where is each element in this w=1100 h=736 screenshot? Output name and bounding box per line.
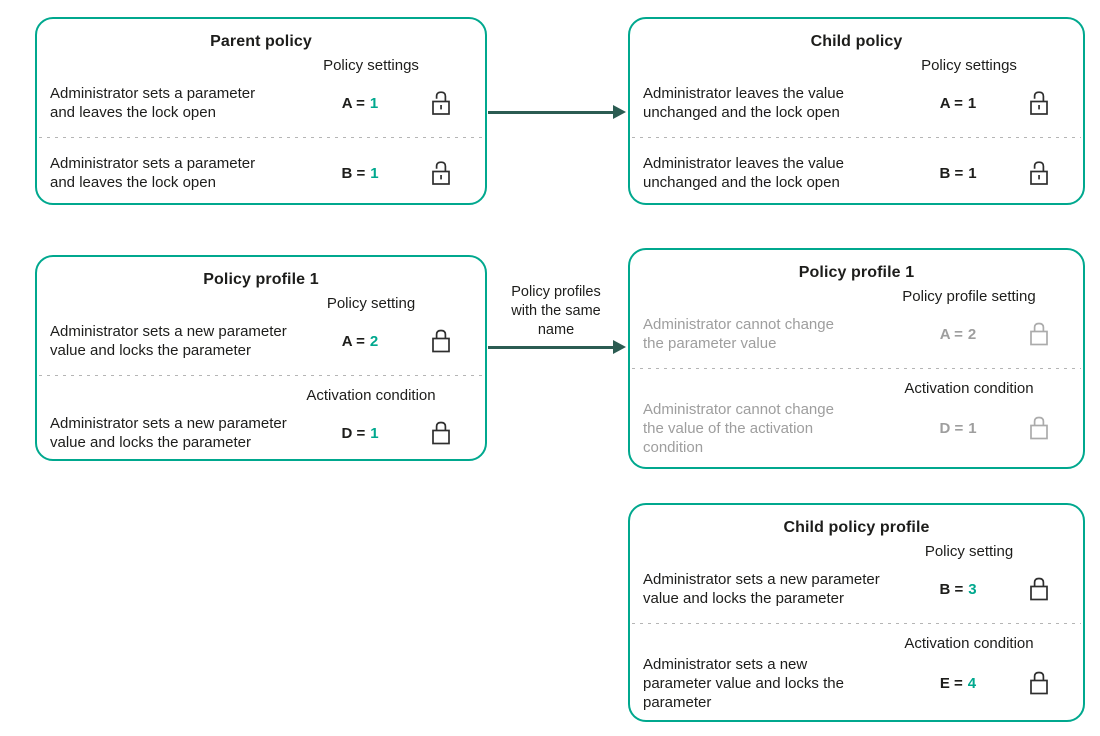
param-number: 1 xyxy=(369,94,379,112)
param-name: B = xyxy=(939,164,964,182)
lock-closed-icon xyxy=(1008,415,1070,442)
child-policy-profile-box: Child policy profile Policy setting Admi… xyxy=(628,503,1085,722)
param-number: 2 xyxy=(369,332,379,350)
param-name: A = xyxy=(341,332,365,350)
row-description: Administrator sets a new parameter value… xyxy=(50,322,287,359)
row-description: Administrator leaves the value unchanged… xyxy=(643,84,844,121)
row-description: Administrator leaves the value unchanged… xyxy=(643,154,844,191)
flow-arrowhead xyxy=(613,340,626,354)
param-name: B = xyxy=(341,164,366,182)
param-value: D =1 xyxy=(312,425,408,442)
lock-closed-icon xyxy=(410,420,472,447)
param-value: D =1 xyxy=(910,420,1006,437)
box-title: Policy profile 1 xyxy=(798,264,915,281)
param-value: B =3 xyxy=(910,581,1006,598)
param-name: A = xyxy=(939,325,963,343)
section-label: Policy settings xyxy=(323,57,419,74)
policy-row: Administrator sets a new parameter value… xyxy=(643,655,1070,712)
param-name: B = xyxy=(939,580,964,598)
param-name: D = xyxy=(341,424,366,442)
row-description: Administrator cannot change the paramete… xyxy=(643,315,834,352)
policy-row: Administrator leaves the value unchanged… xyxy=(643,77,1070,129)
param-value: A =1 xyxy=(910,95,1006,112)
param-name: D = xyxy=(939,420,964,438)
divider xyxy=(632,623,1081,625)
lock-open-icon xyxy=(1008,90,1070,117)
param-name: A = xyxy=(939,94,963,112)
lock-open-icon xyxy=(410,160,472,187)
policy-row: Administrator sets a parameter and leave… xyxy=(50,147,472,199)
param-value: B =1 xyxy=(910,165,1006,182)
row-description: Administrator sets a parameter and leave… xyxy=(50,84,256,121)
param-value: A =2 xyxy=(312,333,408,350)
child-policy-box: Child policy Policy settings Administrat… xyxy=(628,17,1085,205)
policy-row: Administrator sets a new parameter value… xyxy=(643,563,1070,615)
param-number: 1 xyxy=(967,94,977,112)
divider xyxy=(39,137,483,139)
section-label: Policy profile setting xyxy=(902,288,1036,305)
box-title: Policy profile 1 xyxy=(203,271,319,288)
policy-row: Administrator sets a new parameter value… xyxy=(50,315,472,367)
param-value: B =1 xyxy=(312,165,408,182)
flow-arrow-profile-to-profile xyxy=(488,346,614,349)
row-description: Administrator sets a parameter and leave… xyxy=(50,154,256,191)
lock-closed-icon xyxy=(1008,576,1070,603)
param-name: E = xyxy=(939,675,963,693)
row-description: Administrator sets a new parameter value… xyxy=(643,656,844,712)
row-description: Administrator sets a new parameter value… xyxy=(643,570,880,607)
param-number: 4 xyxy=(967,675,977,693)
param-value: A =1 xyxy=(312,95,408,112)
param-number: 1 xyxy=(370,164,379,182)
param-value: A =2 xyxy=(910,326,1006,343)
policy-row: Administrator cannot change the paramete… xyxy=(643,308,1070,360)
box-title: Child policy xyxy=(810,33,903,50)
box-title: Child policy profile xyxy=(783,519,930,536)
param-number: 1 xyxy=(968,164,977,182)
parent-policy-box: Parent policy Policy settings Administra… xyxy=(35,17,487,205)
section-label: Activation condition xyxy=(904,380,1034,397)
param-number: 1 xyxy=(968,420,977,438)
section-label: Policy setting xyxy=(924,543,1014,560)
param-number: 2 xyxy=(967,325,977,343)
lock-open-icon xyxy=(410,90,472,117)
flow-arrowhead xyxy=(613,105,626,119)
policy-row: Administrator cannot change the value of… xyxy=(643,400,1070,458)
param-number: 3 xyxy=(968,580,977,598)
divider xyxy=(632,368,1081,370)
policy-row: Administrator leaves the value unchanged… xyxy=(643,147,1070,199)
flow-arrow-parent-to-child xyxy=(488,111,614,114)
section-label: Policy setting xyxy=(326,295,416,312)
divider xyxy=(39,375,483,377)
section-label: Activation condition xyxy=(904,635,1034,652)
lock-closed-icon xyxy=(1008,670,1070,697)
lock-closed-icon xyxy=(1008,321,1070,348)
connector-label: Policy profiles with the same name xyxy=(511,284,601,338)
row-description: Administrator cannot change the value of… xyxy=(643,401,834,457)
policy-profile-1-box: Policy profile 1 Policy setting Administ… xyxy=(35,255,487,461)
section-label: Policy settings xyxy=(921,57,1017,74)
lock-closed-icon xyxy=(410,328,472,355)
row-description: Administrator sets a new parameter value… xyxy=(50,414,287,451)
box-title: Parent policy xyxy=(210,33,312,50)
param-value: E =4 xyxy=(910,675,1006,692)
param-name: A = xyxy=(341,94,365,112)
lock-open-icon xyxy=(1008,160,1070,187)
param-number: 1 xyxy=(370,424,379,442)
policy-row: Administrator sets a parameter and leave… xyxy=(50,77,472,129)
section-label: Activation condition xyxy=(306,387,436,404)
divider xyxy=(632,137,1081,139)
policy-profile-1-child-box: Policy profile 1 Policy profile setting … xyxy=(628,248,1085,469)
policy-row: Administrator sets a new parameter value… xyxy=(50,407,472,459)
